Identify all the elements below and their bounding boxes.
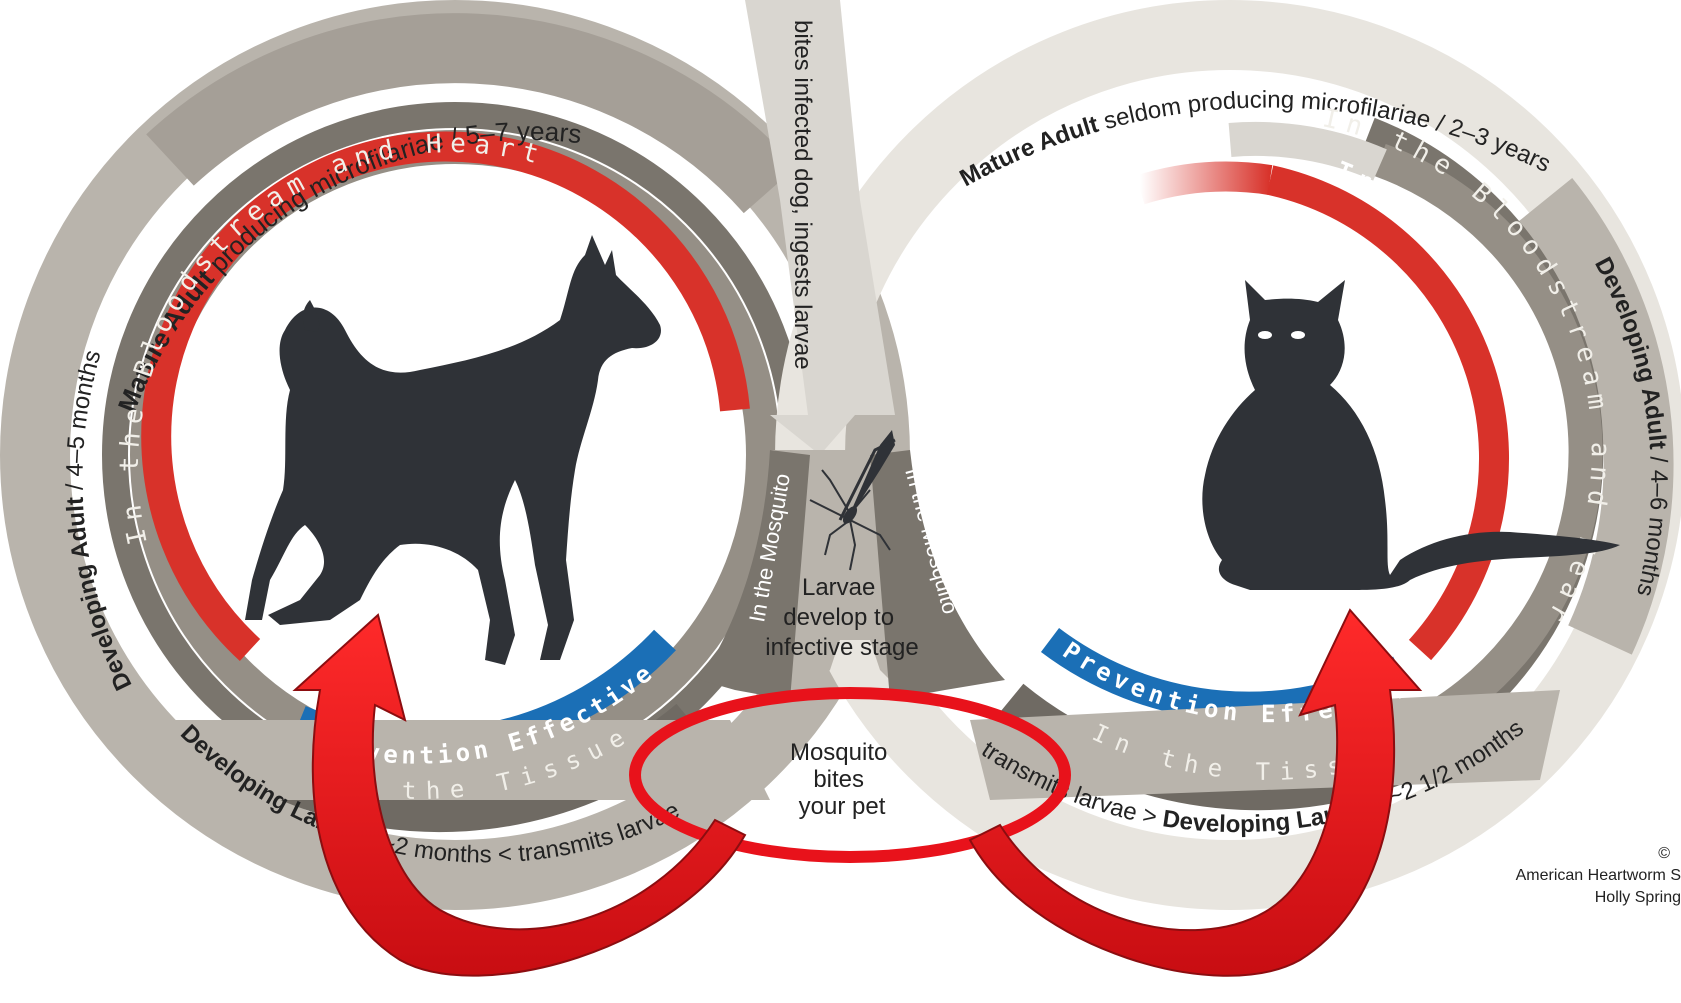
mosquito-band-left [700, 450, 810, 700]
dog-cycle: Mature Adult producing microfilariae / 5… [0, 0, 910, 910]
cat-eye-left [1258, 331, 1272, 339]
dog-silhouette [245, 235, 661, 665]
cat-eye-right [1291, 331, 1305, 339]
credit-line-2: American Heartworm S [1516, 867, 1681, 884]
mosquito-bites-label: Mosquito bites your pet [790, 739, 894, 820]
mosquito-icon [809, 430, 896, 571]
dog-mature-band [146, 13, 797, 214]
mosquito-band-right [870, 450, 1005, 700]
credit-line-1: © [1658, 845, 1670, 862]
cat-developing-adult-band [1517, 177, 1674, 655]
credit-text: © American Heartworm S Holly Spring [1516, 845, 1681, 906]
cat-treatment-arc [1266, 165, 1510, 661]
dog-treatment-arc [141, 131, 750, 662]
cat-treatment-fade [1135, 161, 1273, 205]
curved-arrow-right [968, 608, 1423, 977]
cat-larvae-band [970, 690, 1560, 800]
cat-blood-ring [1374, 144, 1603, 756]
credit-line-3: Holly Spring [1595, 889, 1681, 906]
mosquito-intake-arrow [745, 0, 895, 455]
cat-silhouette [1202, 280, 1620, 590]
mosquito-stage: bites infected dog, ingests larvae In th… [700, 0, 1005, 820]
mosquito-intake-label: bites infected dog, ingests larvae [789, 20, 816, 370]
annotation-ellipse [629, 687, 1071, 863]
curved-arrow-left [292, 613, 747, 977]
cat-blood-fade [1228, 121, 1387, 181]
larvae-stage-label: Larvae develop to infective stage [765, 574, 918, 661]
dog-larvae-band [140, 720, 770, 800]
annotation-overlay [292, 608, 1423, 977]
